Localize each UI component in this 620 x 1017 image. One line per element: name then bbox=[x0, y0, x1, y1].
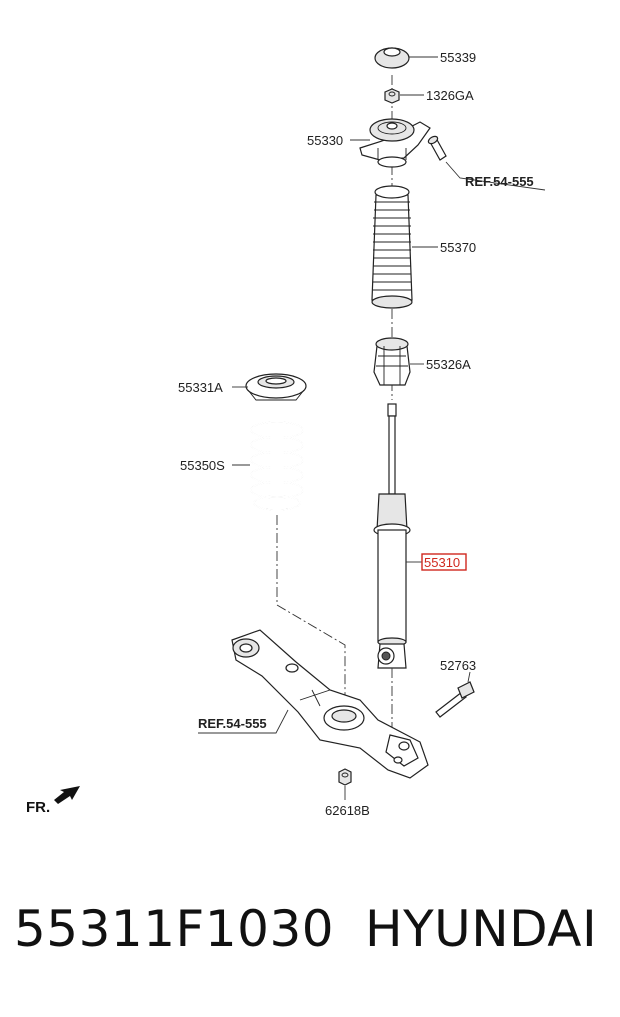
label-52763: 52763 bbox=[440, 658, 476, 673]
leader-ref-bottom bbox=[198, 709, 289, 734]
label-1326ga: 1326GA bbox=[426, 88, 474, 103]
dust-boot-part bbox=[371, 185, 413, 309]
spring-axis-line bbox=[276, 515, 346, 705]
arm-bolt-part bbox=[435, 681, 475, 718]
label-55310: 55310 bbox=[424, 555, 460, 570]
leader-ref-top bbox=[445, 161, 546, 191]
shock-absorber-part bbox=[373, 403, 411, 669]
label-55331a: 55331A bbox=[178, 380, 223, 395]
bump-stopper-part bbox=[373, 337, 411, 386]
label-ref-bottom: REF.54-555 bbox=[198, 716, 267, 731]
label-ref-top: REF.54-555 bbox=[465, 174, 534, 189]
lower-arm-part bbox=[231, 629, 429, 779]
label-55326a: 55326A bbox=[426, 357, 471, 372]
dust-cap-part bbox=[374, 47, 410, 69]
top-mount-part bbox=[359, 118, 431, 168]
label-55330: 55330 bbox=[307, 133, 343, 148]
front-arrow-icon bbox=[54, 786, 80, 804]
label-55370: 55370 bbox=[440, 240, 476, 255]
label-62618b: 62618B bbox=[325, 803, 370, 818]
nut-part bbox=[384, 88, 400, 104]
highlight-box-55310 bbox=[421, 553, 467, 571]
label-55339: 55339 bbox=[440, 50, 476, 65]
parts-diagram: 55339 1326GA 55330 REF.54-555 55370 5532 bbox=[26, 47, 546, 818]
spring-pad-part bbox=[245, 373, 307, 401]
label-fr: FR. bbox=[26, 799, 50, 816]
leader-52763 bbox=[467, 671, 471, 683]
brand-text: HYUNDAI bbox=[365, 900, 598, 958]
label-55350s: 55350S bbox=[180, 458, 225, 473]
coil-spring-part bbox=[250, 421, 304, 511]
arm-nut-part bbox=[338, 768, 352, 786]
part-number-text: 55311F1030 bbox=[14, 900, 335, 958]
mount-bolt-part bbox=[427, 135, 447, 161]
footer: 55311F1030 HYUNDAI bbox=[0, 900, 620, 980]
